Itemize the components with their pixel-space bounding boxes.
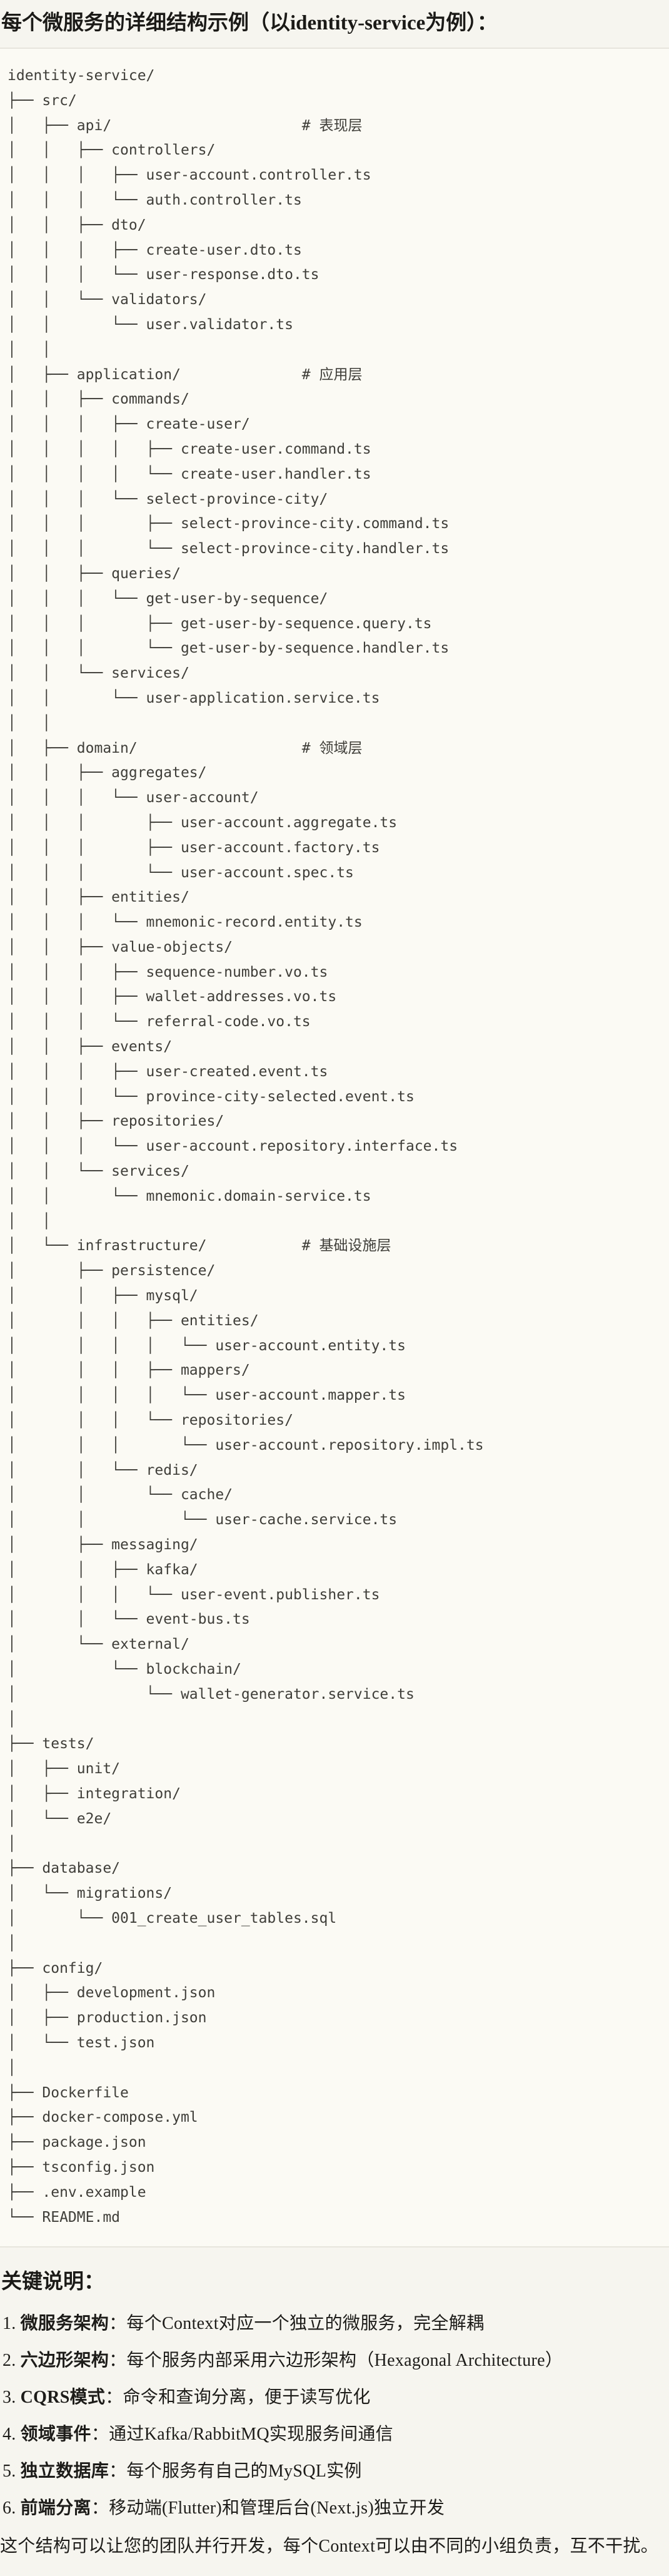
note-description: ：每个Context对应一个独立的微服务，完全解耦 [109,2314,485,2334]
note-description: ：命令和查询分离，便于读写优化 [105,2388,371,2408]
note-item: 4.领域事件：通过Kafka/RabbitMQ实现服务间通信 [3,2423,663,2446]
note-number: 3. [3,2388,16,2408]
note-item: 5.独立数据库：每个服务有自己的MySQL实例 [3,2460,663,2483]
note-description: ：每个服务有自己的MySQL实例 [109,2461,362,2482]
file-tree: identity-service/ ├── src/ │ ├── api/ # … [8,68,484,2226]
note-number: 5. [3,2461,16,2482]
note-item: 6.前端分离：移动端(Flutter)和管理后台(Next.js)独立开发 [3,2497,663,2520]
note-item: 1.微服务架构：每个Context对应一个独立的微服务，完全解耦 [3,2313,663,2335]
note-number: 2. [3,2351,16,2371]
key-notes-heading: 关键说明： [1,2271,104,2294]
file-tree-code-block: identity-service/ ├── src/ │ ├── api/ # … [0,48,669,2248]
note-term: 独立数据库 [20,2461,109,2482]
note-description: ：通过Kafka/RabbitMQ实现服务间通信 [91,2425,393,2445]
note-term: 领域事件 [20,2425,91,2445]
note-term: 六边形架构 [20,2351,109,2371]
page-title: 每个微服务的详细结构示例（以identity-service为例）： [1,12,498,34]
note-description: ：移动端(Flutter)和管理后台(Next.js)独立开发 [91,2498,445,2518]
closing-paragraph: 这个结构可以让您的团队并行开发，每个Context可以由不同的小组负责，互不干扰… [0,2537,658,2557]
note-item: 2.六边形架构：每个服务内部采用六边形架构（Hexagonal Architec… [3,2349,663,2372]
note-number: 1. [3,2314,16,2334]
note-item: 3.CQRS模式：命令和查询分离，便于读写优化 [3,2386,663,2409]
note-number: 6. [3,2498,16,2518]
note-description: ：每个服务内部采用六边形架构（Hexagonal Architecture） [109,2351,563,2371]
note-number: 4. [3,2425,16,2445]
note-term: 微服务架构 [20,2314,109,2334]
note-term: CQRS模式 [20,2388,106,2408]
note-term: 前端分离 [20,2498,91,2518]
